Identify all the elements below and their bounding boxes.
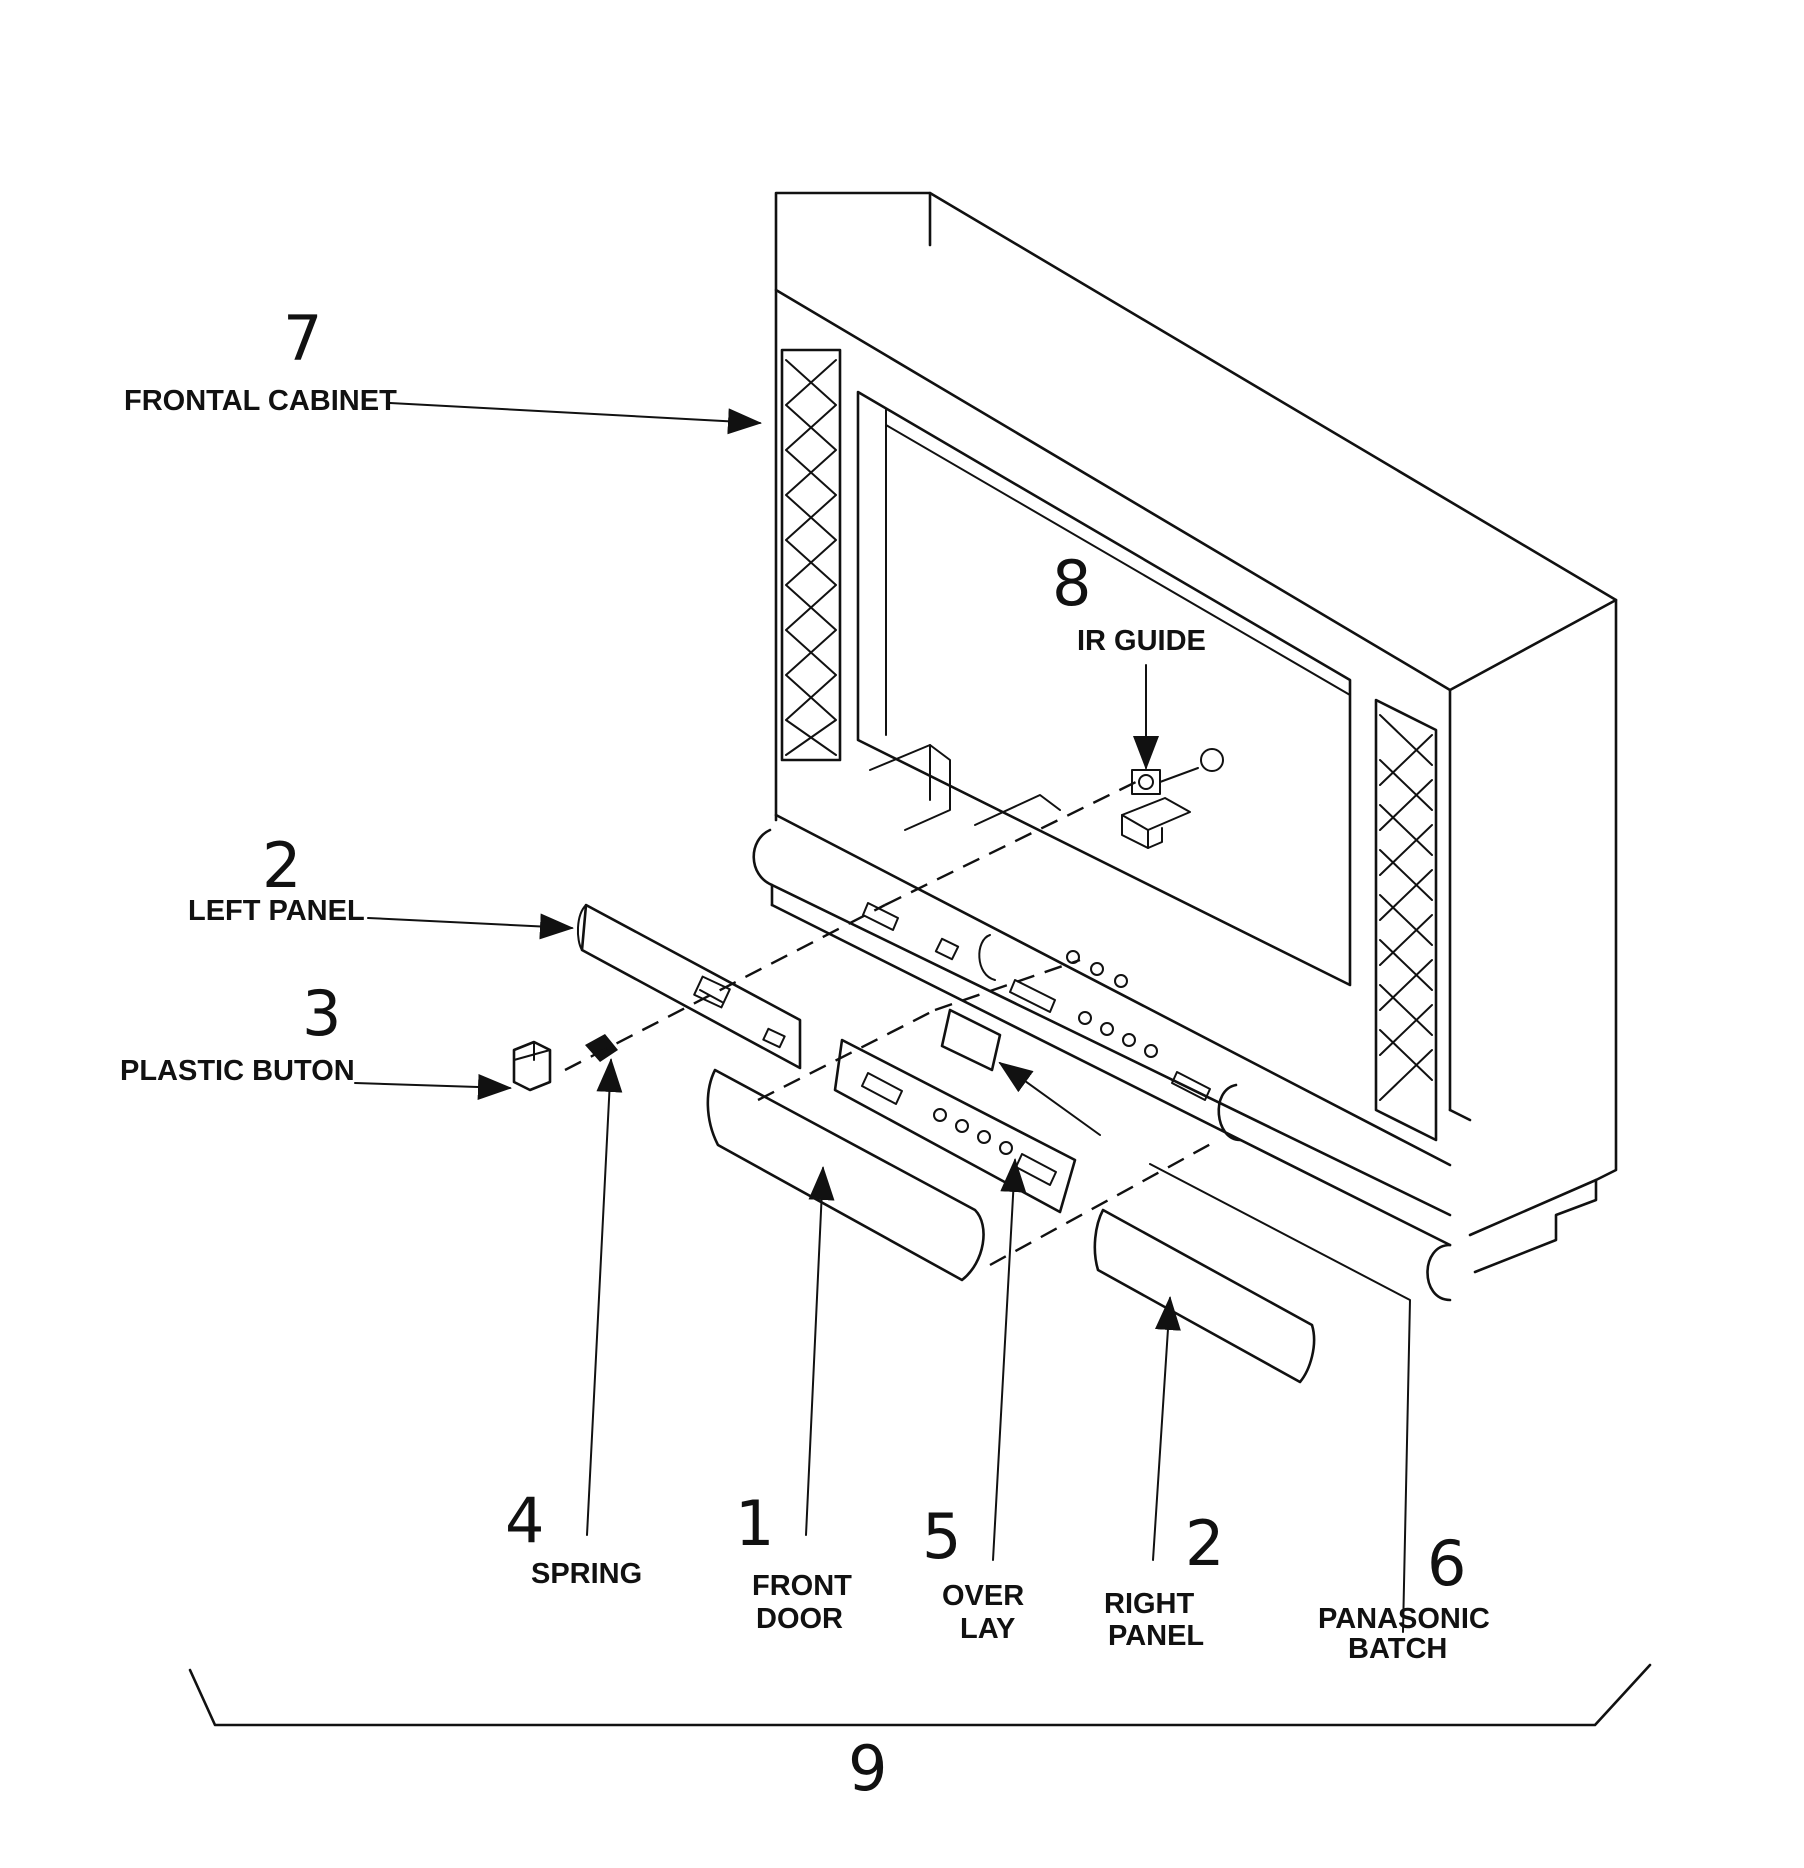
callout-left-panel: 2 LEFT PANEL [188, 829, 365, 927]
callout-number: 7 [283, 302, 322, 375]
spring-part [585, 1034, 618, 1062]
overlay-part [833, 1038, 1077, 1214]
assembly-number: 9 [848, 1732, 887, 1805]
callout-plastic-button: 3 PLASTIC BUTON [120, 977, 355, 1087]
callout-spring: 4 SPRING [505, 1484, 642, 1590]
callout-right-panel: 2 RIGHT PANEL [1104, 1507, 1224, 1652]
callout-number: 3 [302, 977, 341, 1050]
callout-number: 5 [922, 1500, 961, 1573]
callout-label-line: PANASONIC [1318, 1603, 1490, 1635]
front-door-part [706, 1068, 985, 1282]
callout-label-line: PANEL [1108, 1620, 1204, 1652]
assembly-guide-lines [564, 778, 1219, 1267]
callout-number: 8 [1052, 547, 1091, 620]
callout-number: 6 [1427, 1527, 1466, 1600]
callout-ir-guide: 8 IR GUIDE [1052, 547, 1206, 657]
panasonic-badge-part [940, 1008, 1002, 1072]
right-panel-part [1093, 1208, 1316, 1384]
callout-front-door: 1 FRONT DOOR [735, 1487, 852, 1635]
callout-assembly: 9 [848, 1732, 887, 1805]
assembly-bracket [188, 1663, 1652, 1727]
callout-panasonic-batch: 6 PANASONIC BATCH [1318, 1527, 1490, 1665]
callout-label-line: OVER [942, 1580, 1024, 1612]
callout-label-line: FRONT [752, 1570, 852, 1602]
callout-label-line: RIGHT [1104, 1588, 1195, 1620]
callout-number: 2 [1185, 1507, 1224, 1580]
callout-number: 2 [262, 829, 301, 902]
callout-label: PLASTIC BUTON [120, 1055, 355, 1087]
callout-label-line: DOOR [756, 1603, 843, 1635]
callout-label: IR GUIDE [1077, 625, 1206, 657]
callout-label-line: LAY [960, 1613, 1015, 1645]
callout-overlay: 5 OVER LAY [922, 1500, 1024, 1645]
callout-label: FRONTAL CABINET [124, 385, 397, 417]
left-panel-part [576, 903, 802, 1070]
callout-frontal-cabinet: 7 FRONTAL CABINET [124, 302, 397, 417]
callout-label-line: BATCH [1348, 1633, 1447, 1665]
leader-lines [354, 402, 1411, 1633]
callout-label: SPRING [531, 1558, 642, 1590]
callout-number: 1 [735, 1487, 774, 1560]
ir-guide-part [1121, 748, 1224, 849]
plastic-button-part [512, 1040, 552, 1092]
callout-label: LEFT PANEL [188, 895, 365, 927]
callout-number: 4 [505, 1484, 544, 1557]
frontal-cabinet-drawing [752, 191, 1618, 1302]
